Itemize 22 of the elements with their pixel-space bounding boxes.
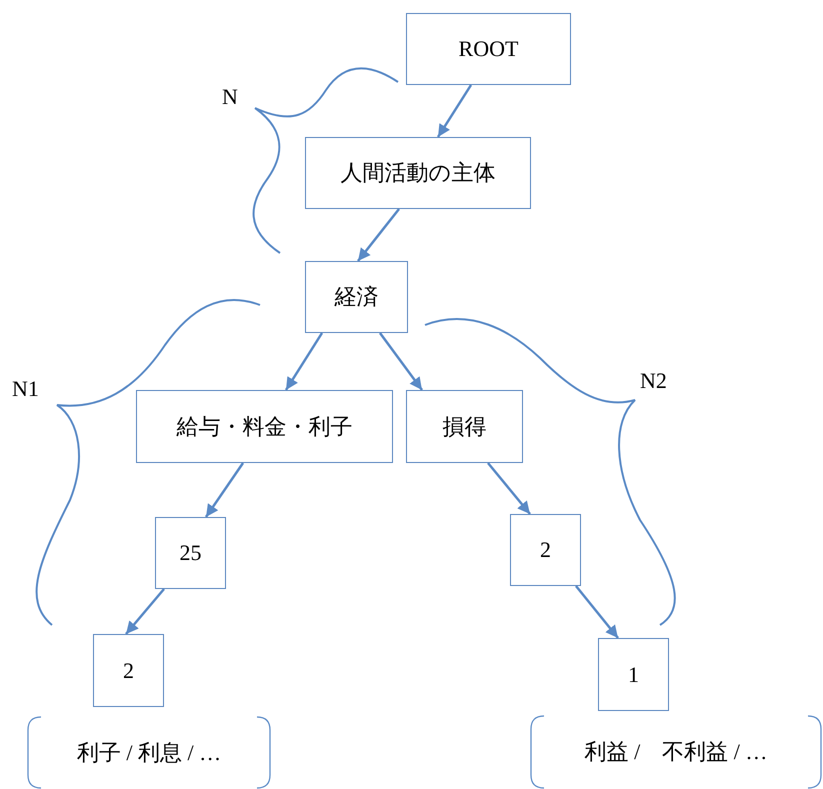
tree-node-box: 経済 [305,261,408,333]
arrow [357,208,400,262]
tree-node-box: 人間活動の主体 [305,137,531,209]
arrow [487,462,531,515]
tree-node-box: 25 [155,517,226,589]
brace-label: N1 [12,378,39,400]
tree-node-box: 給与・料金・利子 [136,390,393,463]
arrow [379,332,423,391]
tree-node-box: ROOT [406,13,571,85]
tree-node-box: 2 [510,514,581,586]
tree-node-box: 2 [93,634,164,707]
arrow [436,84,472,138]
arrow [125,588,165,635]
arrow [204,462,244,518]
tree-node-box: 損得 [406,390,523,463]
brace-label: N2 [640,370,667,392]
brace-label: N [222,86,238,108]
arrow [284,332,324,391]
bracketed-text: 利益 / 不利益 / … [530,715,822,789]
arrow [575,585,619,639]
tree-node-box: 1 [598,638,669,711]
bracketed-text: 利子 / 利息 / … [27,716,271,789]
